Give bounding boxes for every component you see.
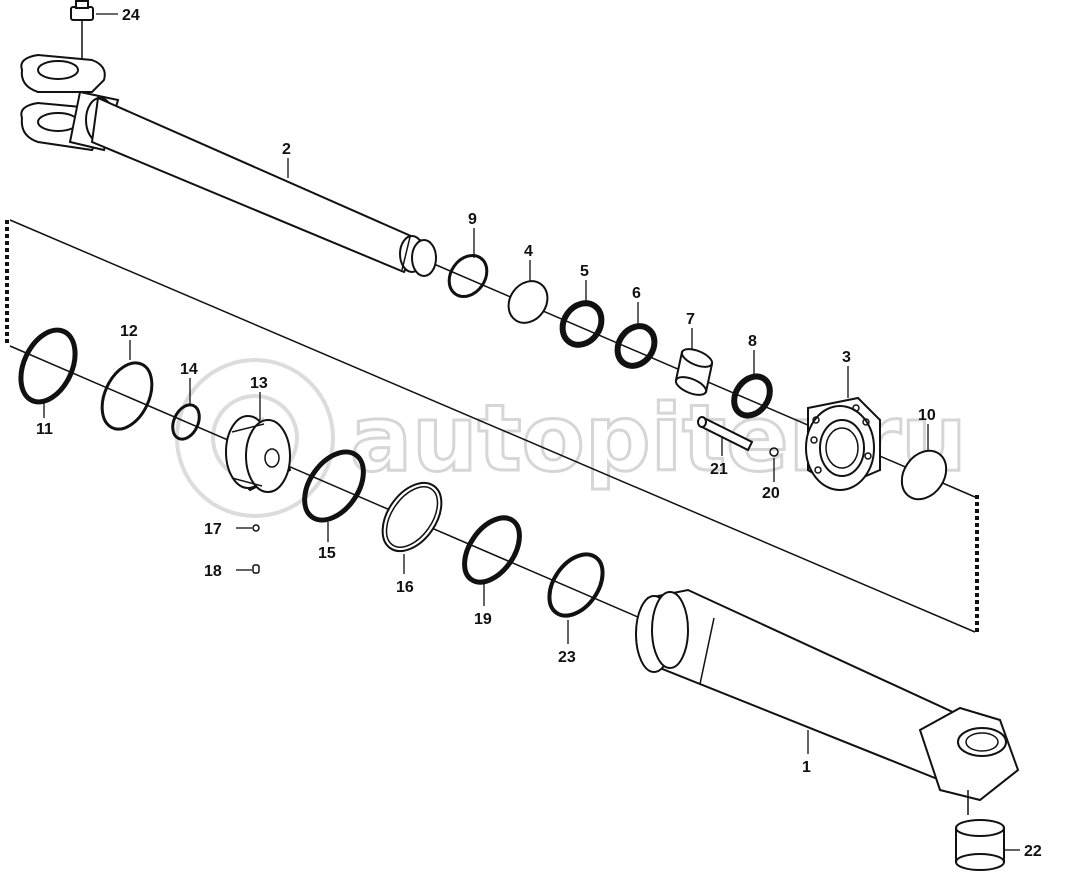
callout-6: 6 [632,285,641,302]
callout-14: 14 [180,361,198,378]
bushing-7 [674,348,714,396]
callout-9: 9 [468,211,477,228]
callout-20: 20 [762,485,780,502]
seal-6 [614,323,658,369]
seal-23 [547,552,605,618]
callout-1: 1 [802,759,811,776]
disc-4 [507,280,549,324]
piston-rod-2 [20,53,437,277]
ring-11 [18,327,78,405]
callout-24: 24 [122,7,140,24]
bushing-22 [955,819,1005,871]
callout-3: 3 [842,349,851,366]
plug-18 [252,564,260,574]
callout-5: 5 [580,263,589,280]
leader-lines [43,13,1020,851]
callout-16: 16 [396,579,414,596]
callout-19: 19 [474,611,492,628]
cylinder-tube-1 [635,588,1020,815]
callout-8: 8 [748,333,757,350]
callout-18: 18 [204,563,222,580]
seal-15 [302,449,366,523]
callout-21: 21 [710,461,728,478]
callout-4: 4 [524,243,533,260]
disc-10 [900,449,948,501]
ring-12 [100,361,154,431]
callout-11: 11 [36,421,53,438]
callout-17: 17 [204,521,222,538]
seal-19 [462,515,522,585]
seal-5 [559,300,605,348]
pin-21 [697,416,754,452]
callout-22: 22 [1024,843,1042,860]
callout-13: 13 [250,375,268,392]
washer-20 [769,447,779,457]
callout-2: 2 [282,141,291,158]
callout-15: 15 [318,545,336,562]
piston-13 [225,415,292,493]
ring-14 [171,403,201,441]
callout-23: 23 [558,649,576,666]
callout-7: 7 [686,311,695,328]
callout-labels: 24 2 9 4 5 6 7 8 3 10 11 12 14 13 21 20 … [36,7,1042,860]
grease-nipple-24 [70,0,94,72]
ring-16 [381,481,443,553]
ring-9 [447,254,489,298]
cylinder-head-3 [805,396,881,491]
callout-10: 10 [918,407,936,424]
ball-17 [252,524,260,532]
seal-8 [731,373,773,419]
callout-12: 12 [120,323,138,340]
